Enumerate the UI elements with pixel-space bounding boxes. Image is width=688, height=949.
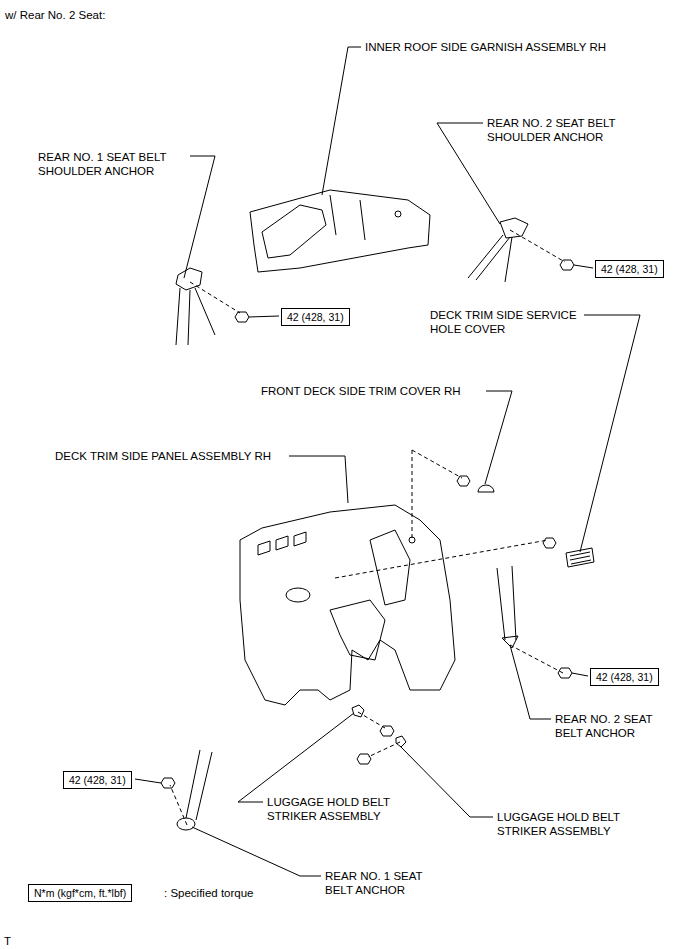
- torque-box: 42 (428, 31): [590, 668, 659, 686]
- bolt: [457, 476, 470, 486]
- part-name: LUGGAGE HOLD BELT STRIKER ASSEMBLY: [497, 810, 637, 838]
- legend-note: : Specified torque: [164, 886, 254, 900]
- deck-trim-panel: [240, 505, 455, 705]
- part-name: REAR NO. 2 SEAT BELT SHOULDER ANCHOR: [487, 116, 637, 144]
- part-name: DECK TRIM SIDE SERVICE HOLE COVER: [430, 308, 602, 336]
- trim-cover: [478, 485, 494, 492]
- unit-legend-box: N*m (kgf*cm, ft.*lbf): [28, 884, 132, 902]
- shoulder-anchor: [468, 218, 574, 282]
- unit-text: N*m (kgf*cm, ft.*lbf): [34, 887, 126, 899]
- torque-box: 42 (428, 31): [595, 260, 664, 278]
- belt-anchor: [161, 750, 212, 830]
- striker: [352, 705, 406, 764]
- torque-value: 42 (428, 31): [287, 311, 344, 323]
- part-name: FRONT DECK SIDE TRIM COVER RH: [261, 384, 461, 398]
- part-name: REAR NO. 1 SEAT BELT ANCHOR: [325, 869, 443, 897]
- shoulder-anchor: [176, 268, 249, 345]
- torque-value: 42 (428, 31): [596, 671, 653, 683]
- torque-leaders: [135, 265, 593, 783]
- part-name: LUGGAGE HOLD BELT STRIKER ASSEMBLY: [267, 795, 407, 823]
- garnish-panel: [250, 190, 430, 272]
- page-mark: T: [4, 934, 11, 948]
- part-name: INNER ROOF SIDE GARNISH ASSEMBLY RH: [365, 40, 606, 54]
- torque-value: 42 (428, 31): [601, 263, 658, 275]
- diagram-title: w/ Rear No. 2 Seat:: [5, 8, 105, 22]
- part-name: REAR NO. 1 SEAT BELT SHOULDER ANCHOR: [38, 150, 188, 178]
- part-name: REAR NO. 2 SEAT BELT ANCHOR: [555, 712, 673, 740]
- service-cover: [543, 538, 594, 567]
- torque-box: 42 (428, 31): [281, 308, 350, 326]
- torque-box: 42 (428, 31): [63, 771, 132, 789]
- belt-anchor: [497, 566, 572, 678]
- part-name: DECK TRIM SIDE PANEL ASSEMBLY RH: [55, 449, 271, 463]
- torque-value: 42 (428, 31): [69, 774, 126, 786]
